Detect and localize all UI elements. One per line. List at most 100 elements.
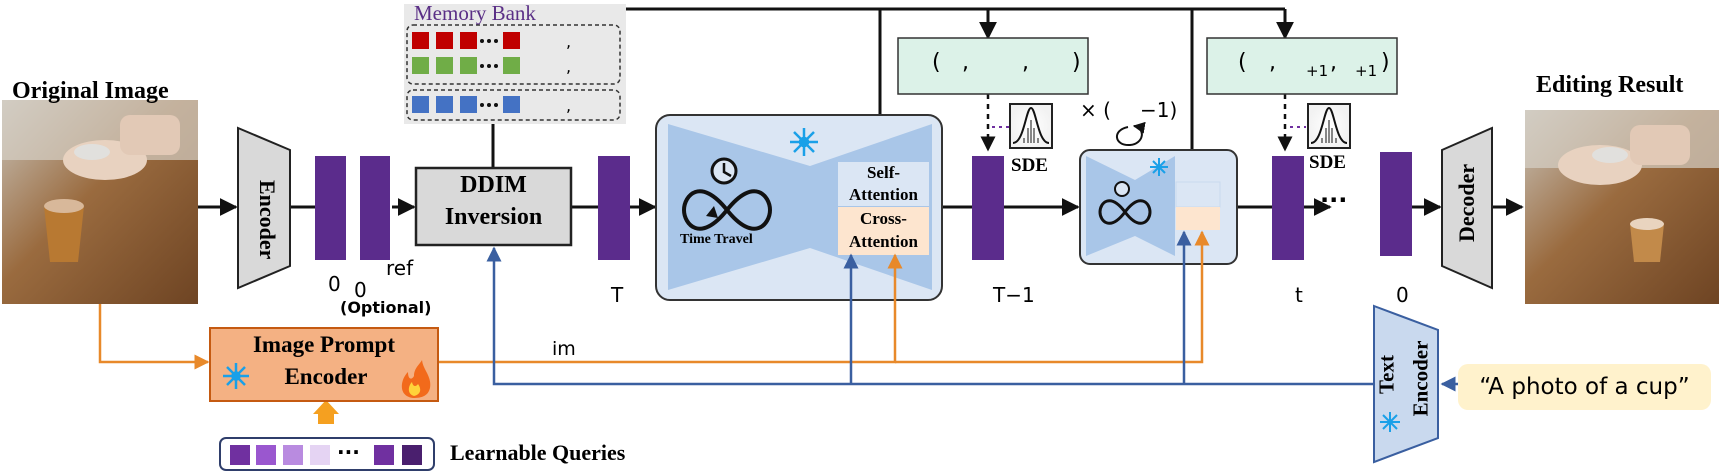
latent-ref-label-top: ref [386,256,414,280]
tuple-left-open: ( [932,50,941,75]
tuple-right-comma-1: , [1269,50,1276,75]
self-attention-box [838,162,929,206]
sde-bell-curve-icon [1009,103,1053,149]
editing-result-photo [1525,110,1719,304]
cross-attention-label-2: Attention [849,232,918,251]
memory-dot [480,39,484,43]
flow-ellipsis: ··· [1320,186,1348,214]
latent-t-label: t [1295,283,1303,307]
memory-token [503,57,520,74]
memory-dot [480,64,484,68]
tuple-box-left [897,37,1089,95]
memory-dot [494,64,498,68]
encoder-label: Encoder [255,180,280,260]
snowflake-icon-text-encoder [1380,412,1400,432]
tuple-left-comma-2: , [1022,50,1029,75]
memory-token [460,32,477,49]
text-encoder-label-1: Text [1374,355,1399,394]
original-image-photo [2,100,198,304]
ddim-label-line1: DDIM [460,172,527,198]
repeat-suffix-label: −1) [1140,98,1178,122]
loop-arrow-icon [1116,121,1146,147]
tuple-right-comma-2: , [1330,50,1337,75]
image-prompt-path [98,230,1210,370]
repeat-infinity-icon [1098,181,1152,225]
text-condition-path [486,230,1458,392]
tuple-right-open: ( [1238,50,1247,75]
tuple-left-comma-1: , [962,50,969,75]
memory-token [436,96,453,113]
cross-attention-label-1: Cross- [860,209,907,228]
memory-bank-group-1 [406,24,621,85]
memory-dot [494,103,498,107]
memory-token [436,57,453,74]
memory-token [412,57,429,74]
memory-bank-group-2 [406,89,621,121]
text-prompt-bubble [1458,364,1711,410]
learnable-query-tokens [230,445,422,465]
memory-row-comma: , [566,32,571,51]
memory-dot [494,39,498,43]
original-image-title: Original Image [12,78,169,104]
sde-label-1: SDE [1011,155,1048,176]
memory-bank-title: Memory Bank [414,1,536,25]
memory-token [503,32,520,49]
decoder-shape [1441,126,1493,290]
learnable-queries-ellipsis: ··· [337,440,360,464]
latent-ref-label-bottom: 0 [354,278,367,302]
memory-dot [487,39,491,43]
optional-label: (Optional) [340,298,432,317]
queries-arrow-stem [318,414,334,424]
ddim-inversion-box [414,166,573,247]
latent-0-label: 0 [328,272,341,296]
self-attention-label-1: Self- [866,163,901,182]
image-prompt-encoder-label-2: Encoder [284,364,368,389]
latent-bars [315,152,1412,260]
snowflake-icon-big [790,128,818,156]
image-prompt-encoder-box [209,327,439,402]
memory-token [412,32,429,49]
ddim-label-line2: Inversion [444,204,543,230]
editing-result-title: Editing Result [1536,72,1684,98]
self-attention-label-2: Attention [849,185,918,204]
sde-bell-curve-icon-2 [1307,103,1351,149]
text-prompt-label: “A photo of a cup” [1479,374,1690,400]
memory-token [436,32,453,49]
tuple-right-sub-1: +1 [1306,62,1329,80]
im-label: im [552,338,576,360]
memory-dot [480,103,484,107]
latent-T-minus-1-label: T−1 [993,283,1035,307]
repeat-cross-attention-box [1176,207,1220,230]
learnable-queries-label: Learnable Queries [450,440,626,465]
memory-dot [487,64,491,68]
memory-token [412,96,429,113]
tuple-box-right [1206,37,1398,95]
fire-icon [401,360,431,398]
snowflake-icon-ipe [223,363,249,389]
encoder-shape [237,126,291,290]
memory-token [460,96,477,113]
memory-token [460,57,477,74]
memory-bank-rows: ,,, [412,32,571,115]
memory-row-comma: , [566,96,571,115]
tuple-left-close: ) [1072,50,1081,75]
decoder-label: Decoder [1454,163,1479,242]
memory-row-comma: , [566,57,571,76]
repeat-self-attention-box [1175,181,1221,208]
time-travel-infinity-icon [681,157,773,231]
tuple-right-close: ) [1381,50,1390,75]
sde-label-2: SDE [1309,152,1346,173]
memory-dot [487,103,491,107]
repeat-prefix-label: × ( [1080,98,1111,122]
queries-arrow-head [313,400,339,414]
image-prompt-encoder-label-1: Image Prompt [252,332,396,357]
latent-final-0-label: 0 [1396,283,1409,307]
latent-T-label: T [611,283,624,307]
text-encoder-label-2: Encoder [1408,340,1433,417]
cross-attention-box [838,207,929,255]
tuple-right-sub-2: +1 [1355,62,1378,80]
snowflake-icon-small [1150,158,1168,176]
memory-token [503,96,520,113]
time-travel-label: Time Travel [680,232,753,247]
